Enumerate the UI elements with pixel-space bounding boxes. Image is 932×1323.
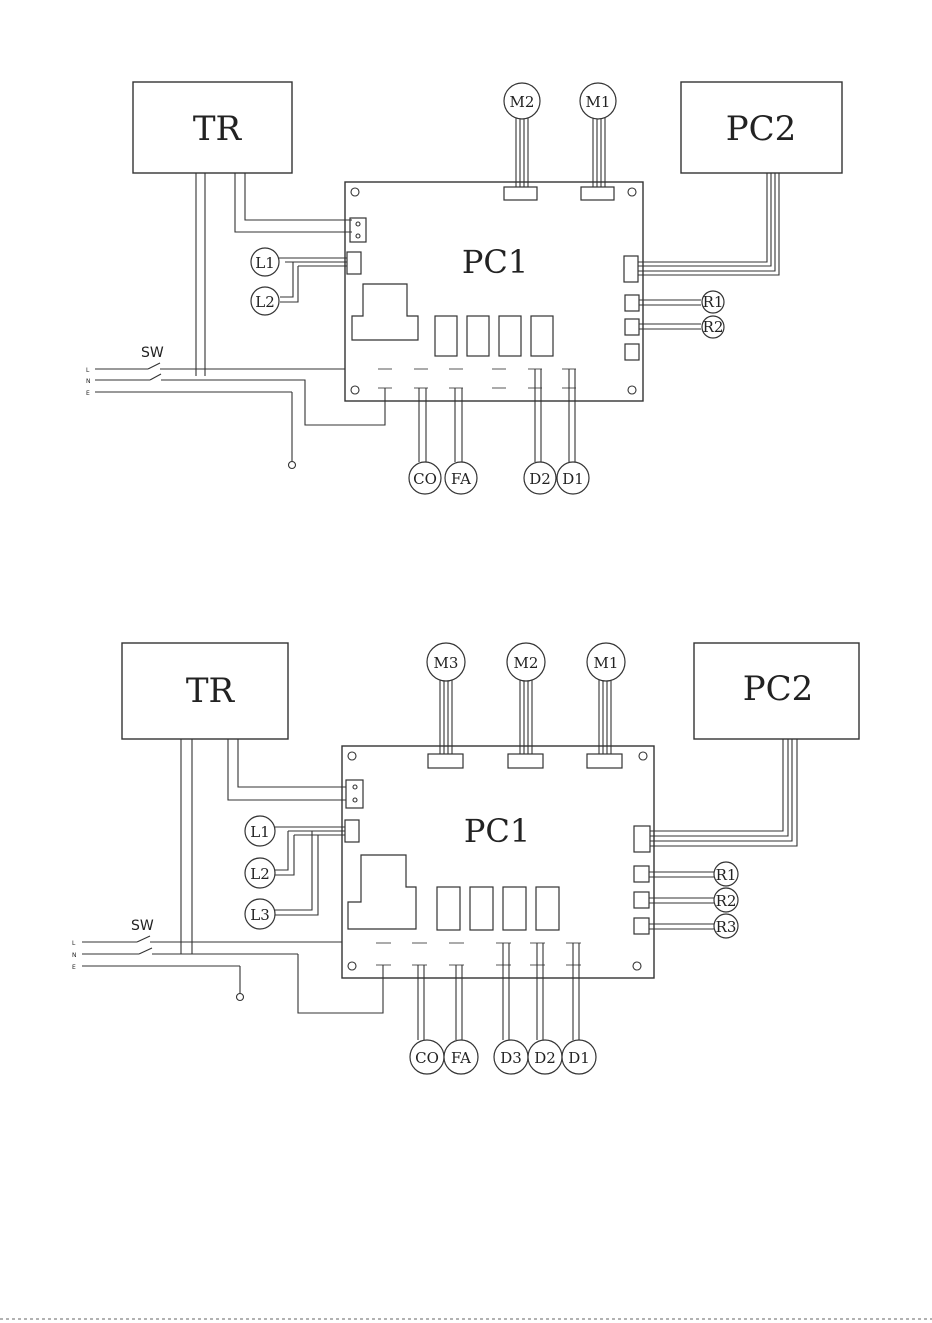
sensor-connector xyxy=(625,295,639,311)
motor-connector xyxy=(581,187,614,200)
mounting-hole xyxy=(639,752,647,760)
supply-label-e: E xyxy=(86,390,90,397)
sensor-connector xyxy=(625,344,639,360)
supply-label-l: L xyxy=(72,940,76,947)
mounting-hole xyxy=(351,386,359,394)
lamp-l3-label: L3 xyxy=(250,906,270,924)
output-fa-label: FA xyxy=(451,470,471,488)
motor-m1-label: M1 xyxy=(586,93,611,111)
lamp-wires xyxy=(274,827,345,915)
motor-connector xyxy=(508,754,543,768)
motor-wires xyxy=(440,679,611,754)
mounting-hole xyxy=(348,752,356,760)
mounting-hole xyxy=(628,386,636,394)
motor-connector xyxy=(587,754,622,768)
connector-pin xyxy=(356,222,360,226)
relay xyxy=(435,316,457,356)
sensor-connector xyxy=(634,866,649,882)
lamp-connector xyxy=(345,820,359,842)
output-co-label: CO xyxy=(415,1049,439,1067)
relay xyxy=(470,887,493,930)
relay xyxy=(499,316,521,356)
wiring-diagram-1: TR PC2 PC1 xyxy=(86,82,842,494)
sensor-r1-label: R1 xyxy=(716,866,737,884)
motor-m3-label: M3 xyxy=(434,654,459,672)
connector-pin xyxy=(353,798,357,802)
sensor-r2-label: R2 xyxy=(716,892,737,910)
relay xyxy=(531,316,553,356)
display-board-label: PC2 xyxy=(743,669,814,709)
supply-lines xyxy=(82,936,383,1013)
lamp-l1-label: L1 xyxy=(250,823,270,841)
supply-label-n: N xyxy=(86,378,91,385)
output-d1-label: D1 xyxy=(562,470,584,488)
motor-m1-label: M1 xyxy=(594,654,619,672)
output-d2-label: D2 xyxy=(534,1049,556,1067)
supply-label-n: N xyxy=(72,952,77,959)
connector-pin xyxy=(356,234,360,238)
motor-m2-label: M2 xyxy=(514,654,539,672)
display-bus xyxy=(638,173,779,275)
supply-lines xyxy=(95,363,385,462)
sensor-connector xyxy=(625,319,639,335)
relay xyxy=(503,887,526,930)
mounting-hole xyxy=(351,188,359,196)
motor-connector xyxy=(504,187,537,200)
sensor-r1-label: R1 xyxy=(703,293,724,311)
sensor-connector xyxy=(634,892,649,908)
main-board-label: PC1 xyxy=(464,812,530,850)
lamp-l2-label: L2 xyxy=(255,293,275,311)
transformer-label: TR xyxy=(193,109,243,149)
mounting-hole xyxy=(348,962,356,970)
supply-label-e: E xyxy=(72,964,76,971)
motor-m2-label: M2 xyxy=(510,93,535,111)
relay xyxy=(536,887,559,930)
output-fa-label: FA xyxy=(451,1049,471,1067)
lamp-l2-label: L2 xyxy=(250,865,270,883)
relay xyxy=(437,887,460,930)
lamp-wires xyxy=(278,258,347,302)
sensor-wires xyxy=(639,300,701,329)
lamp-l1-label: L1 xyxy=(255,254,275,272)
switch-label: SW xyxy=(141,345,164,361)
output-d1-label: D1 xyxy=(568,1049,590,1067)
ground-node xyxy=(289,462,296,469)
main-board-label: PC1 xyxy=(462,243,528,281)
lamp-connector xyxy=(347,252,361,274)
display-connector xyxy=(624,256,638,282)
sensor-wires xyxy=(649,872,714,929)
mounting-hole xyxy=(633,962,641,970)
wiring-diagram-2: TR PC2 PC1 xyxy=(72,643,859,1074)
display-bus xyxy=(650,739,797,846)
mounting-hole xyxy=(628,188,636,196)
motor-connector xyxy=(428,754,463,768)
connector-pin xyxy=(353,785,357,789)
output-d2-label: D2 xyxy=(529,470,551,488)
transformer-connector xyxy=(346,780,363,808)
transformer-label: TR xyxy=(186,671,236,711)
sensor-r2-label: R2 xyxy=(703,318,724,336)
display-connector xyxy=(634,826,650,852)
relay xyxy=(467,316,489,356)
sensor-r3-label: R3 xyxy=(716,918,737,936)
switch-label: SW xyxy=(131,918,154,934)
ground-node xyxy=(237,994,244,1001)
supply-label-l: L xyxy=(86,367,90,374)
sensor-connector xyxy=(634,918,649,934)
output-d3-label: D3 xyxy=(500,1049,522,1067)
transformer-wires xyxy=(196,173,352,376)
display-board-label: PC2 xyxy=(726,109,797,149)
motor-wires xyxy=(516,116,605,187)
output-co-label: CO xyxy=(413,470,437,488)
